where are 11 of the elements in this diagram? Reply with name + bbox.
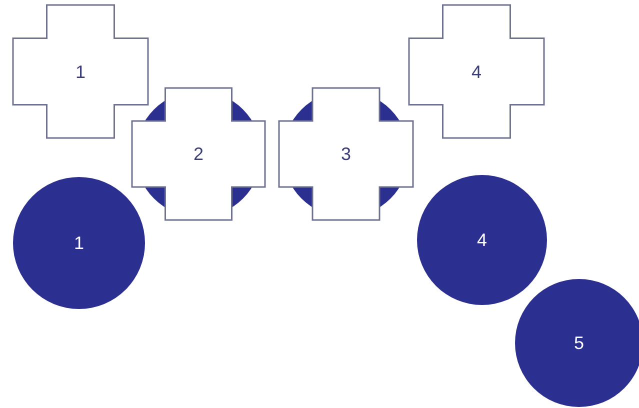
cross-shape	[13, 5, 148, 138]
circle-shape	[13, 177, 145, 309]
number-label: 1	[76, 62, 86, 80]
number-label: 4	[477, 231, 487, 249]
number-label: 3	[341, 145, 351, 163]
number-label: 1	[74, 234, 84, 252]
cross-shape	[409, 5, 544, 138]
number-label: 5	[574, 334, 584, 352]
number-label: 2	[194, 145, 204, 163]
circle-shape	[417, 175, 547, 305]
number-label: 4	[472, 62, 482, 80]
